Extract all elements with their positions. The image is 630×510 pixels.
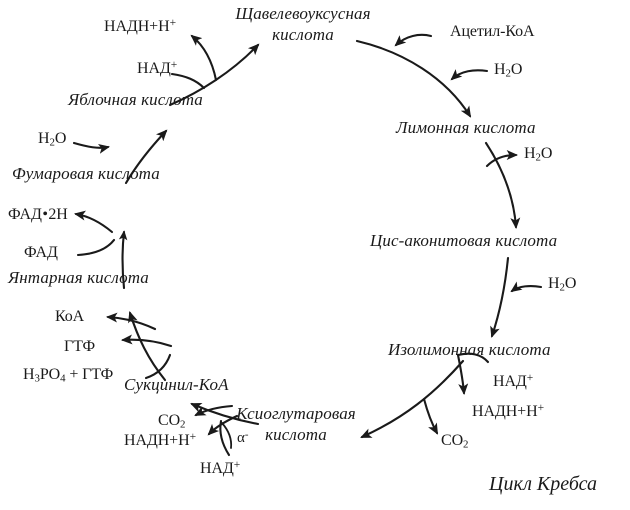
alpha-symbol: α (237, 430, 245, 446)
phosphate-po: PO (39, 366, 61, 383)
phosphate-h: H (23, 366, 35, 383)
water-aconitate-o: O (564, 275, 577, 292)
water-acetyl-o: O (510, 61, 523, 78)
nad-ketoglutarate-text: НАД (200, 460, 234, 477)
label-citrate: Лимонная кислота (396, 118, 536, 137)
phosphate-sub3: 3 (34, 372, 40, 385)
label-koa: КоА (55, 308, 85, 325)
co2-ketoglutarate-text: CO (158, 412, 181, 429)
arrow-koa-out (105, 312, 157, 331)
oxaloacetate-line1: Щавелевоуксусная (235, 4, 371, 23)
nad-top-text: НАД (137, 60, 171, 77)
label-nad-ketoglutarate-step: НАД+ (200, 459, 241, 478)
water-citrate-o: O (540, 145, 553, 162)
water-fumarate-o: O (54, 130, 67, 147)
label-nadh-ketoglutarate-step: НАДН+Н+ (124, 431, 197, 450)
arc-succinylcoa-to-succinate (128, 311, 167, 382)
arrow-water-out-citrate (485, 150, 519, 168)
ketoglutarate-line1: Ксиоглутаровая (236, 404, 356, 423)
arrow-fadh2-out (73, 210, 114, 234)
ketoglutarate-line2: кислота (265, 424, 327, 444)
label-fumarate: Фумаровая кислота (12, 164, 160, 183)
arrow-gtf-out (120, 334, 173, 348)
label-nad-top: НАД+ (137, 59, 178, 78)
water-acetyl-sub: 2 (505, 67, 511, 80)
arrow-water-into-fumarate-step (72, 141, 111, 154)
water-fumarate-sub: 2 (49, 136, 55, 149)
phosphate-sub4: 4 (60, 372, 66, 385)
water-fumarate-h: H (38, 130, 50, 147)
label-alpha-marker: α- (237, 428, 249, 447)
arrow-co2-out-isocitrate-step (422, 397, 439, 435)
nadh-top-charge: + (169, 17, 177, 30)
label-co2-isocitrate-step: CO2 (441, 432, 468, 450)
label-nadh-top: НАДН+Н+ (104, 17, 177, 36)
label-gtf-product: ГТФ (64, 338, 96, 355)
arrow-water-into-citrate-step (450, 69, 489, 81)
fadh2-tail: 2Н (48, 206, 68, 223)
label-phosphate-gtf: H3PO4 + ГТФ (23, 366, 113, 384)
label-water-aconitate-step: H2O (548, 275, 576, 293)
arc-oxaloacetate-to-citrate (355, 39, 472, 118)
label-malate: Яблочная кислота (68, 90, 203, 109)
label-water-fumarate-step: H2O (38, 130, 66, 148)
nad-top-charge: + (170, 59, 178, 72)
nad-ketoglutarate-charge: + (233, 459, 241, 472)
water-aconitate-h: H (548, 275, 560, 292)
label-acetyl-coa: Ацетил-КоА (450, 23, 535, 40)
nadh-ketoglutarate-text: НАДН+Н (124, 432, 190, 449)
label-nad-isocitrate-step: НАД+ (493, 372, 534, 391)
water-citrate-h: H (524, 145, 536, 162)
co2-ketoglutarate-sub: 2 (180, 418, 186, 431)
nadh-isocitrate-charge: + (537, 402, 545, 415)
water-acetyl-h: H (494, 61, 506, 78)
label-co2-ketoglutarate-step: CO2 (158, 412, 185, 430)
arrow-fad-into-succinate-step (76, 238, 116, 257)
nadh-ketoglutarate-charge: + (189, 431, 197, 444)
diagram-caption: Цикл Кребса (489, 473, 597, 495)
label-cis-aconitate: Цис-аконитовая кислота (370, 231, 558, 250)
co2-isocitrate-text: CO (441, 432, 464, 449)
co2-isocitrate-sub: 2 (463, 438, 469, 451)
arrow-nadh-out-isocitrate-step (456, 353, 469, 396)
arrow-water-into-aconitate-step (510, 281, 543, 293)
label-succinyl-coa: Сукцинил-КоА (124, 375, 229, 394)
arrow-nadh-out-oxaloacetate-step (190, 34, 218, 82)
water-citrate-sub: 2 (535, 151, 541, 164)
fadh2-dot: • (42, 206, 48, 223)
arc-citrate-to-cisaconitate (484, 141, 521, 230)
label-succinate: Янтарная кислота (8, 268, 149, 287)
nad-isocitrate-text: НАД (493, 373, 527, 390)
label-oxaloacetate: Щавелевоуксусная кислота (218, 4, 388, 45)
nadh-isocitrate-text: НАДН+Н (472, 403, 538, 420)
label-ketoglutarate: Ксиоглутаровая кислота (228, 404, 364, 445)
arc-cisaconitate-to-isocitrate (490, 256, 510, 338)
water-aconitate-sub: 2 (559, 281, 565, 294)
label-fad: ФАД (24, 244, 58, 261)
arrow-acetylcoa-in (394, 33, 433, 47)
label-water-acetyl-step: H2O (494, 61, 522, 79)
arc-isocitrate-to-ketoglutarate (360, 359, 465, 439)
fadh2-text: ФАД (8, 206, 42, 223)
label-nadh-isocitrate-step: НАДН+Н+ (472, 402, 545, 421)
alpha-charge: - (244, 428, 249, 441)
label-water-citrate-step: H2O (524, 145, 552, 163)
label-fadh2: ФАД•2Н (8, 206, 68, 224)
phosphate-gtf-tail: + ГТФ (65, 366, 114, 383)
arrow-co2-out-ketoglutarate-step (194, 404, 234, 417)
label-isocitrate: Изолимонная кислота (388, 340, 551, 359)
nad-isocitrate-charge: + (526, 372, 534, 385)
nadh-top-text: НАДН+Н (104, 18, 170, 35)
oxaloacetate-line2: кислота (272, 24, 334, 44)
